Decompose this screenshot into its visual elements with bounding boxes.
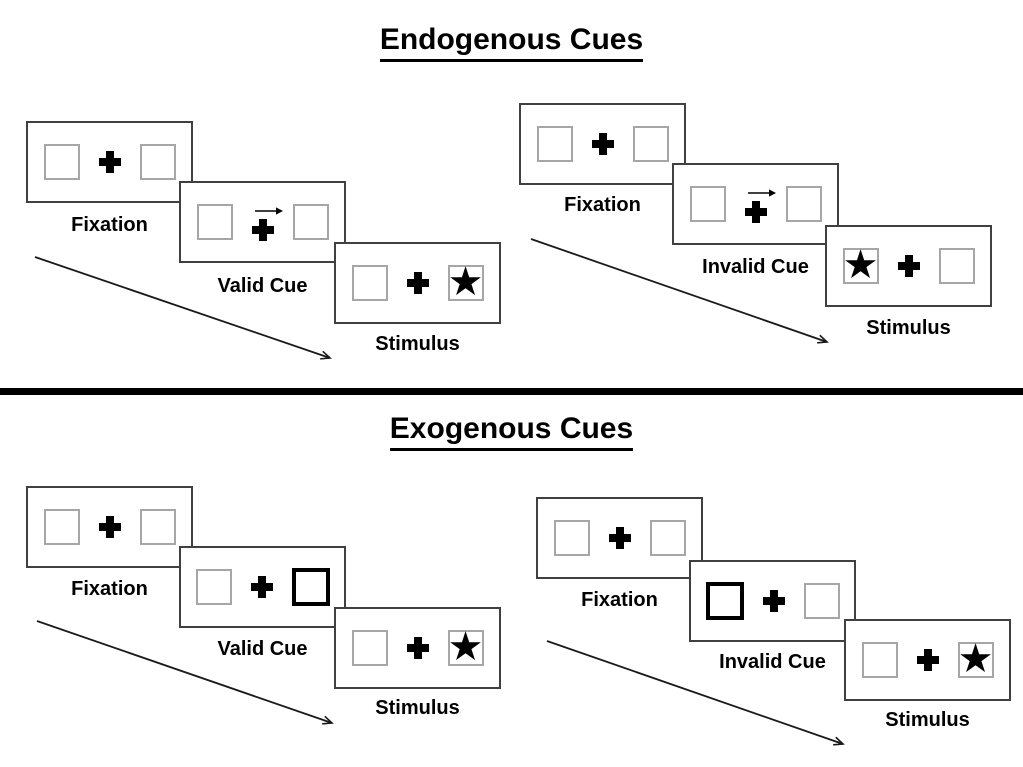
star-icon: ★ <box>957 637 994 681</box>
right-box <box>292 204 329 240</box>
right-box <box>632 126 669 162</box>
right-box <box>803 583 840 619</box>
endogenous-valid-label-stimulus: Stimulus <box>375 333 460 355</box>
exogenous-invalid-label-stimulus: Stimulus <box>885 709 970 731</box>
exogenous-valid-panel-fixation <box>26 486 193 568</box>
left-box <box>43 144 80 180</box>
center-group <box>403 637 433 659</box>
fixation-cross-icon <box>406 637 429 659</box>
fixation-cross-icon <box>762 590 785 612</box>
fixation-cross-icon <box>608 527 631 549</box>
cue-arrow-right-icon <box>254 206 283 215</box>
center-group <box>95 151 125 173</box>
center-group <box>605 527 635 549</box>
right-box <box>139 144 176 180</box>
endogenous-invalid-sequence-arrow <box>530 238 829 344</box>
endogenous-valid-panel-fixation <box>26 121 193 203</box>
exogenous-valid-panel-stimulus: ★ <box>334 607 501 689</box>
exogenous-valid-label-valid-cue: Valid Cue <box>217 638 308 660</box>
endogenous-invalid-label-invalid-cue: Invalid Cue <box>702 256 809 278</box>
left-box-highlighted <box>705 582 744 620</box>
fixation-cross-icon <box>406 272 429 294</box>
section-divider <box>0 388 1023 395</box>
left-box <box>195 569 232 605</box>
right-box <box>139 509 176 545</box>
left-box <box>196 204 233 240</box>
exogenous-valid-label-fixation: Fixation <box>71 578 148 600</box>
endogenous-invalid-panel-invalid-cue <box>672 163 839 245</box>
left-box <box>536 126 573 162</box>
endogenous-valid-panel-stimulus: ★ <box>334 242 501 324</box>
exogenous-valid-panel-valid-cue <box>179 546 346 628</box>
center-group <box>759 590 789 612</box>
star-icon: ★ <box>447 260 484 304</box>
right-box: ★ <box>447 625 484 669</box>
exogenous-invalid-panel-fixation <box>536 497 703 579</box>
fixation-cross-icon <box>744 200 767 223</box>
endogenous-valid-sequence-arrow <box>34 256 332 360</box>
right-box <box>785 186 822 222</box>
exogenous-valid-label-stimulus: Stimulus <box>375 697 460 719</box>
section-title-exogenous-text: Exogenous Cues <box>389 412 634 451</box>
endogenous-valid-label-valid-cue: Valid Cue <box>217 275 308 297</box>
endogenous-valid-label-fixation: Fixation <box>71 214 148 236</box>
fixation-cross-icon <box>897 255 920 277</box>
exogenous-valid-sequence-arrow <box>36 620 334 725</box>
center-group <box>913 649 943 671</box>
endogenous-invalid-panel-stimulus: ★ <box>825 225 992 307</box>
fixation-cross-icon <box>98 151 121 173</box>
center-group <box>248 204 283 241</box>
left-box <box>689 186 726 222</box>
left-box <box>553 520 590 556</box>
left-box: ★ <box>842 243 879 287</box>
cue-arrow-right-icon <box>747 188 776 197</box>
section-title-endogenous-text: Endogenous Cues <box>379 23 644 62</box>
endogenous-valid-panel-valid-cue <box>179 181 346 263</box>
section-title-exogenous: Exogenous Cues <box>0 412 1023 451</box>
fixation-cross-icon <box>916 649 939 671</box>
star-icon: ★ <box>842 243 879 287</box>
center-group <box>894 255 924 277</box>
left-box <box>351 630 388 666</box>
section-title-endogenous: Endogenous Cues <box>0 23 1023 62</box>
right-box-highlighted <box>291 568 330 606</box>
left-box <box>351 265 388 301</box>
fixation-cross-icon <box>591 133 614 155</box>
center-group <box>588 133 618 155</box>
left-box <box>43 509 80 545</box>
endogenous-invalid-label-stimulus: Stimulus <box>866 317 951 339</box>
endogenous-invalid-panel-fixation <box>519 103 686 185</box>
fixation-cross-icon <box>250 576 273 598</box>
exogenous-invalid-panel-invalid-cue <box>689 560 856 642</box>
center-group <box>403 272 433 294</box>
star-icon: ★ <box>447 625 484 669</box>
center-group <box>247 576 277 598</box>
center-group <box>95 516 125 538</box>
right-box <box>938 248 975 284</box>
right-box: ★ <box>447 260 484 304</box>
fixation-cross-icon <box>251 218 274 241</box>
left-box <box>861 642 898 678</box>
center-group <box>741 186 776 223</box>
right-box: ★ <box>957 637 994 681</box>
right-box <box>649 520 686 556</box>
endogenous-invalid-label-fixation: Fixation <box>564 194 641 216</box>
exogenous-invalid-label-fixation: Fixation <box>581 589 658 611</box>
exogenous-invalid-label-invalid-cue: Invalid Cue <box>719 651 826 673</box>
fixation-cross-icon <box>98 516 121 538</box>
exogenous-invalid-panel-stimulus: ★ <box>844 619 1011 701</box>
